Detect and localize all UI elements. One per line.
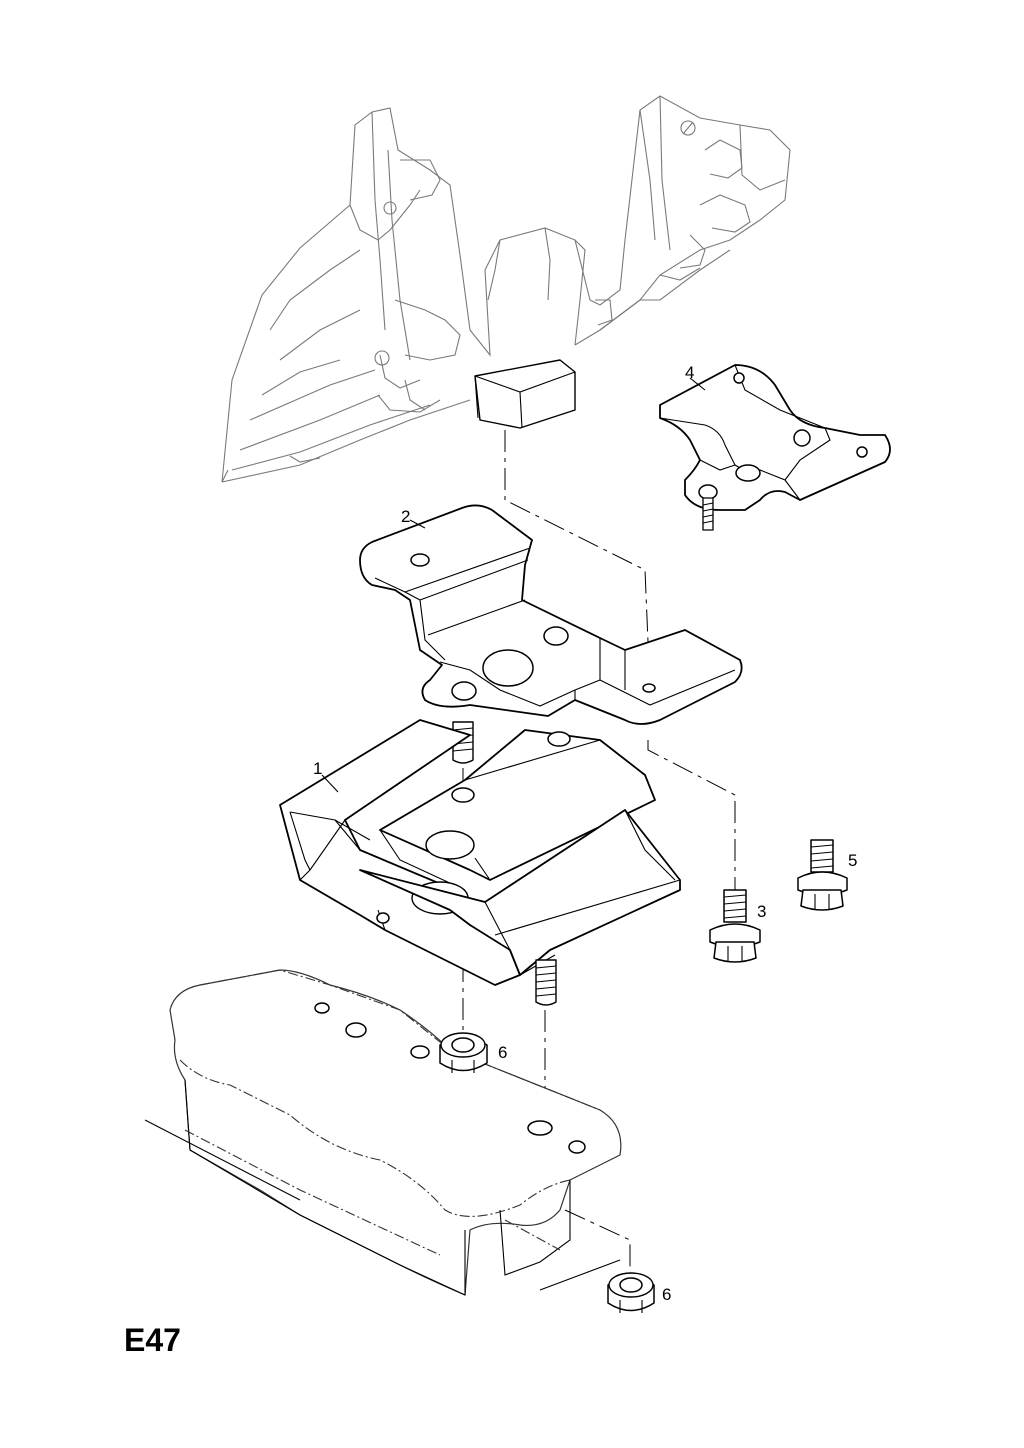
callout-4: 4 [685,363,695,382]
nut-part-6-upper [439,1032,488,1073]
callout-5: 5 [848,851,858,870]
callout-2: 2 [401,507,411,526]
nut-part-6-lower [607,1272,655,1313]
bolt-part-3 [709,889,761,963]
transmission-housing [221,95,791,483]
callout-3: 3 [757,902,767,921]
callout-6-lower: 6 [662,1285,672,1304]
callout-1: 1 [313,759,323,778]
housing-mount-boss [474,359,576,429]
bolt-part-5 [797,839,848,911]
bracket-part-2 [359,504,743,725]
callout-leaders [321,377,706,793]
mount-stud-lower [535,959,557,1006]
rubber-mount-part-1 [279,719,681,986]
diagram-code: E47 [124,1322,181,1358]
body-crossmember [144,969,622,1296]
callout-6-upper: 6 [498,1043,508,1062]
bracket-part-4 [659,364,891,531]
